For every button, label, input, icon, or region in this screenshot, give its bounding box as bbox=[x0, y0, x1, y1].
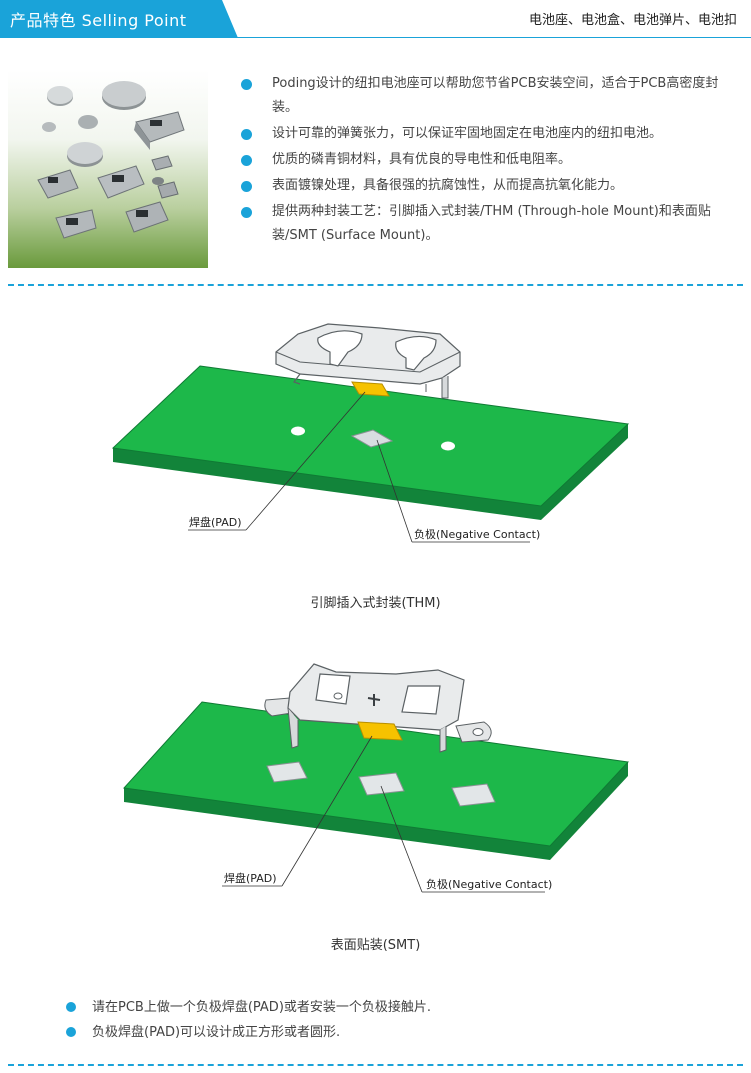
smt-mount-pad bbox=[451, 783, 496, 807]
smt-mount-pad bbox=[266, 761, 308, 783]
product-photo bbox=[8, 70, 208, 268]
smt-mount-illustration: 焊盘(PAD) 负极(Negative Contact) bbox=[122, 663, 630, 893]
feature-text: 设计可靠的弹簧张力，可以保证牢固地固定在电池座内的纽扣电池。 bbox=[272, 126, 663, 141]
feature-list: Poding设计的纽扣电池座可以帮助您节省PCB安装空间，适合于PCB高密度封装… bbox=[240, 72, 740, 250]
smt-solder-pad bbox=[357, 721, 403, 741]
section-header: 产品特色 Selling Point 电池座、电池盒、电池弹片、电池扣 bbox=[0, 0, 751, 38]
smt-pcb-board bbox=[122, 701, 630, 847]
header-title: 产品特色 Selling Point bbox=[10, 11, 187, 30]
thm-solder-pad bbox=[351, 381, 390, 397]
smt-negative-contact-label: 负极(Negative Contact) bbox=[426, 877, 552, 891]
bullet-dot-icon bbox=[241, 79, 252, 90]
bullet-dot-icon bbox=[241, 129, 252, 140]
thm-negative-contact-label: 负极(Negative Contact) bbox=[414, 527, 540, 541]
feature-text: Poding设计的纽扣电池座可以帮助您节省PCB安装空间，适合于PCB高密度封装… bbox=[272, 76, 719, 115]
thm-diagram: 焊盘(PAD) 负极(Negative Contact) bbox=[0, 300, 751, 560]
thm-holder-body bbox=[275, 323, 461, 385]
thm-through-hole bbox=[291, 426, 305, 436]
thm-through-hole bbox=[441, 441, 455, 451]
dashed-divider bbox=[8, 1064, 743, 1066]
design-notes: 请在PCB上做一个负极焊盘(PAD)或者安装一个负极接触片. 负极焊盘(PAD)… bbox=[66, 995, 431, 1045]
thm-pad-label: 焊盘(PAD) bbox=[189, 515, 242, 529]
header-title-bar bbox=[0, 0, 238, 38]
note-text: 请在PCB上做一个负极焊盘(PAD)或者安装一个负极接触片. bbox=[92, 1000, 432, 1015]
feature-item: 提供两种封装工艺：引脚插入式封装/THM (Through-hole Mount… bbox=[240, 200, 740, 248]
feature-text: 优质的磷青铜材料，具有优良的导电性和低电阻率。 bbox=[272, 152, 572, 167]
smt-pad-label: 焊盘(PAD) bbox=[224, 871, 277, 885]
thm-negative-pad bbox=[350, 429, 394, 448]
smt-caption: 表面贴装(SMT) bbox=[330, 938, 421, 953]
header-underline bbox=[236, 37, 751, 38]
note-text: 负极焊盘(PAD)可以设计成正方形或者圆形. bbox=[92, 1025, 341, 1040]
thm-caption: 引脚插入式封装(THM) bbox=[310, 596, 441, 611]
feature-text: 提供两种封装工艺：引脚插入式封装/THM (Through-hole Mount… bbox=[272, 204, 711, 243]
feature-item: 设计可靠的弹簧张力，可以保证牢固地固定在电池座内的纽扣电池。 bbox=[240, 122, 740, 146]
feature-item: 表面镀镍处理，具备很强的抗腐蚀性，从而提高抗氧化能力。 bbox=[240, 174, 740, 198]
feature-item: Poding设计的纽扣电池座可以帮助您节省PCB安装空间，适合于PCB高密度封装… bbox=[240, 72, 740, 120]
note-item: 负极焊盘(PAD)可以设计成正方形或者圆形. bbox=[66, 1020, 431, 1045]
dashed-divider bbox=[8, 284, 743, 286]
feature-item: 优质的磷青铜材料，具有优良的导电性和低电阻率。 bbox=[240, 148, 740, 172]
header-product-categories: 电池座、电池盒、电池弹片、电池扣 bbox=[528, 13, 737, 28]
bullet-dot-icon bbox=[241, 155, 252, 166]
smt-negative-pad bbox=[358, 772, 405, 796]
thm-mount-illustration: 焊盘(PAD) 负极(Negative Contact) bbox=[111, 323, 630, 543]
smt-diagram: 焊盘(PAD) 负极(Negative Contact) bbox=[0, 650, 751, 910]
bullet-dot-icon bbox=[241, 207, 252, 218]
feature-text: 表面镀镍处理，具备很强的抗腐蚀性，从而提高抗氧化能力。 bbox=[272, 178, 624, 193]
battery-holders-illustration bbox=[37, 81, 185, 239]
bullet-dot-icon bbox=[66, 1002, 76, 1012]
bullet-dot-icon bbox=[241, 181, 252, 192]
note-item: 请在PCB上做一个负极焊盘(PAD)或者安装一个负极接触片. bbox=[66, 995, 431, 1020]
bullet-dot-icon bbox=[66, 1027, 76, 1037]
